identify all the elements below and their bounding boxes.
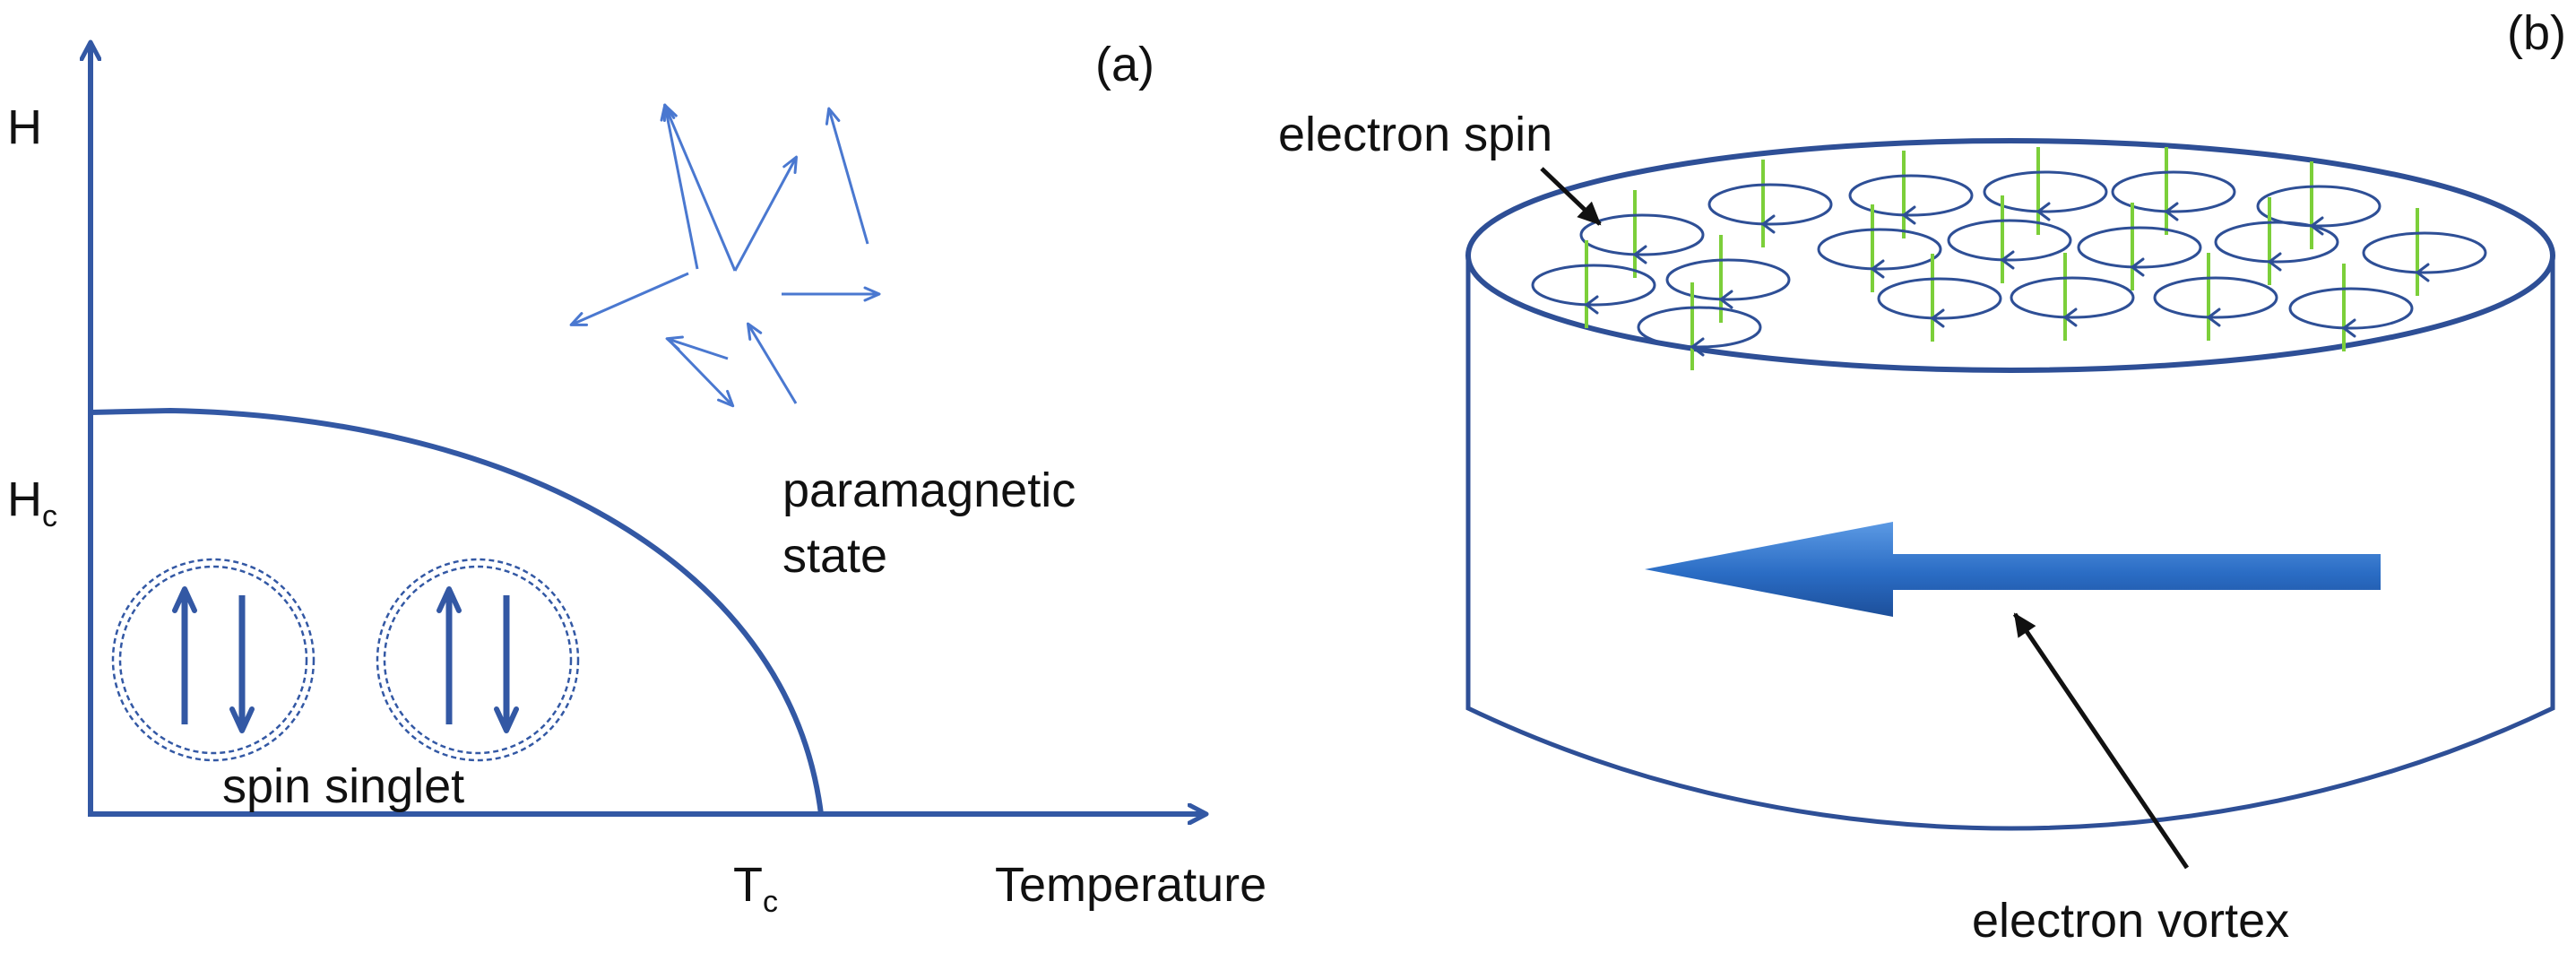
vortex-circulation-arrowhead	[1931, 308, 1945, 328]
vortex-ring	[1947, 219, 2072, 262]
vortex-circulation-arrowhead	[1719, 290, 1733, 309]
vortex-ring	[1848, 174, 1974, 217]
singlet-pair-1	[111, 558, 316, 762]
panel-b-tag: (b)	[2507, 6, 2566, 60]
vortex-ring	[2111, 170, 2236, 213]
random-spin-arrow-2	[733, 155, 798, 272]
vortex-10	[1947, 195, 2072, 283]
y-axis-label: H	[7, 100, 42, 154]
random-spin-arrow-9	[662, 103, 737, 272]
vortex-3	[1848, 151, 1974, 238]
vortex-ring	[2256, 185, 2382, 228]
vortex-ring	[2362, 231, 2487, 274]
vortex-circulation-arrowhead	[2131, 257, 2145, 277]
vortex-4	[1983, 147, 2108, 235]
vortex-5	[2111, 147, 2236, 235]
vortex-2	[1707, 160, 1833, 247]
random-spin-arrow-1	[660, 103, 699, 270]
vortex-ring	[2153, 276, 2278, 319]
vortex-ring	[2288, 287, 2414, 330]
vortex-16	[2010, 253, 2135, 341]
vortex-circulation-arrowhead	[2268, 252, 2282, 272]
vortex-lattice	[1531, 147, 2487, 370]
electron-spin-pointer	[1540, 167, 1602, 226]
vortex-7	[1531, 240, 1656, 328]
vortex-circulation-arrowhead	[2207, 308, 2221, 327]
electron-vortex-pointer	[2012, 612, 2190, 870]
pair-inner-ring	[383, 565, 573, 755]
vortex-9	[1817, 204, 1942, 292]
vortex-circulation-arrowhead	[2063, 308, 2078, 327]
vortex-14	[1637, 282, 1762, 370]
vortex-1	[1579, 190, 1705, 278]
vortex-17	[2153, 253, 2278, 341]
vortex-ring	[2077, 226, 2202, 269]
pair-outer-ring	[111, 558, 316, 762]
vortex-circulation-arrowhead	[1761, 214, 1776, 234]
vortex-circulation-arrowhead	[2036, 202, 2051, 221]
vortex-circulation-arrowhead	[2416, 263, 2430, 282]
state-label: state	[782, 529, 887, 583]
phase-boundary-curve	[90, 407, 824, 815]
electron-flow-arrow	[1645, 522, 2381, 617]
pair-inner-ring	[118, 565, 308, 755]
random-spin-arrow-8	[746, 322, 798, 404]
x-axis-label: Temperature	[995, 858, 1266, 912]
random-spin-arrow-3	[825, 107, 869, 245]
vortex-11	[2077, 203, 2202, 290]
vortex-18	[2288, 264, 2414, 351]
vortex-13	[2362, 208, 2487, 296]
pair-outer-ring	[376, 558, 580, 762]
vortex-ring	[1665, 258, 1791, 301]
panel-b-cylinder: (b) electron spin electron vortex	[1278, 6, 2566, 948]
vortex-circulation-arrowhead	[1633, 245, 1647, 264]
vortex-ring	[1531, 264, 1656, 307]
panel-a-phase-diagram: (a) H Hc Tc Temperature paramagnetic sta…	[7, 38, 1266, 919]
vortex-circulation-arrowhead	[1902, 205, 1916, 225]
panel-a-tag: (a)	[1095, 38, 1154, 91]
random-spin-arrow-7	[666, 337, 735, 408]
vortex-circulation-arrowhead	[2165, 202, 2179, 221]
vortex-12	[2214, 197, 2339, 285]
vortex-circulation-arrowhead	[1690, 337, 1705, 357]
vortex-circulation-arrowhead	[1585, 295, 1599, 315]
random-spin-arrow-4	[569, 272, 689, 326]
electron-vortex-label: electron vortex	[1972, 894, 2289, 948]
singlet-pairs-group	[111, 558, 580, 762]
vortex-ring	[1707, 183, 1833, 226]
spin-singlet-label: spin singlet	[222, 759, 464, 813]
vortex-ring	[2214, 221, 2339, 264]
vortex-circulation-arrowhead	[2001, 250, 2015, 270]
vortex-ring	[1983, 170, 2108, 213]
vortex-ring	[1637, 306, 1762, 349]
vortex-ring	[1817, 228, 1942, 271]
singlet-pair-2	[376, 558, 580, 762]
vortex-15	[1877, 254, 2002, 342]
vortex-ring	[2010, 276, 2135, 319]
vortex-ring	[1877, 277, 2002, 320]
cylinder-body	[1465, 256, 2555, 831]
paramagnetic-label: paramagnetic	[782, 464, 1076, 517]
critical-temp-label: Tc	[733, 858, 778, 919]
vortex-6	[2256, 161, 2382, 249]
random-spins-group	[569, 103, 881, 408]
vortex-ring	[1579, 213, 1705, 256]
vortex-circulation-arrowhead	[1871, 259, 1885, 279]
random-spin-arrow-6	[665, 335, 729, 360]
critical-field-label: Hc	[7, 472, 57, 533]
vortex-circulation-arrowhead	[2342, 318, 2356, 338]
electron-spin-label: electron spin	[1278, 108, 1552, 161]
